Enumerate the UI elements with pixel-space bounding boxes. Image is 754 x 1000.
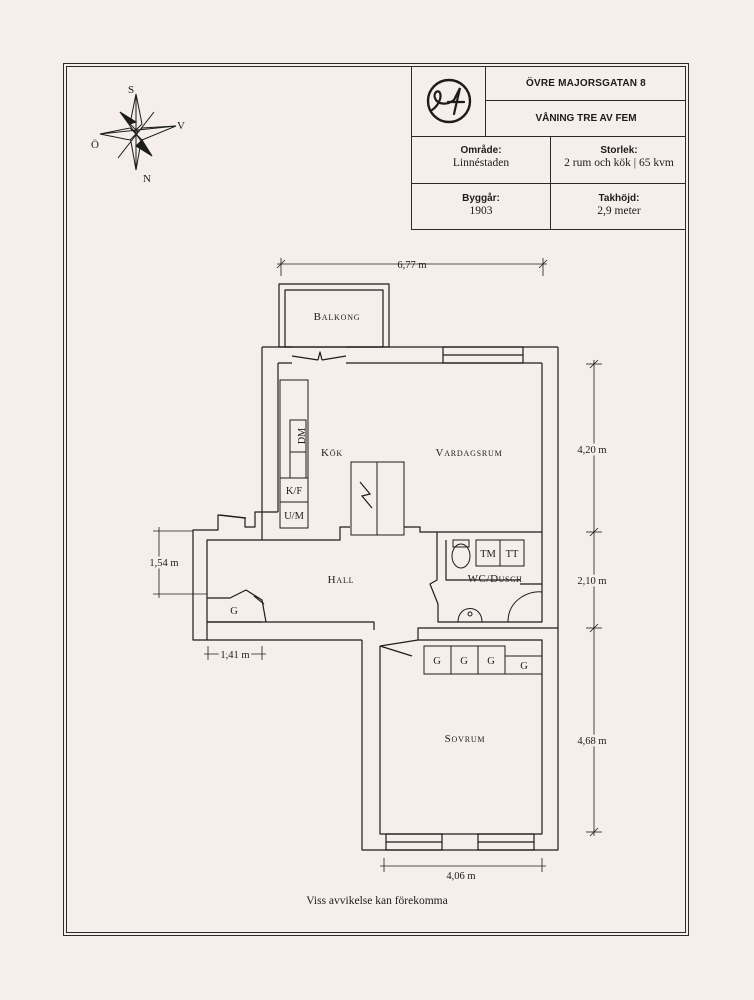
dimension-label-living: 4,20 m <box>577 445 606 456</box>
info-divider-vertical <box>550 136 551 229</box>
compass-rose-icon <box>99 93 177 171</box>
dimension-label-entrance-height: 1,54 m <box>149 558 178 569</box>
room-label-bath: WC/Dusch <box>468 573 523 585</box>
fixture-label-washer: TM <box>480 549 496 560</box>
fixture-label-wardrobe: G <box>460 656 468 667</box>
dimension-label-bath: 2,10 m <box>577 576 606 587</box>
compass-label-east: Ö <box>91 139 99 151</box>
fixture-label-wardrobe: G <box>520 661 528 672</box>
fixture-label-wardrobe: G <box>230 606 238 617</box>
room-label-living: Vardagsrum <box>435 447 502 459</box>
fact-label: Takhöjd: <box>598 193 640 204</box>
outer-frame <box>63 63 689 936</box>
floor-subtitle: VÅNING TRE AV FEM <box>535 113 637 124</box>
dimension-label-bedroom-width: 4,06 m <box>446 871 475 882</box>
info-divider-2 <box>412 183 686 184</box>
fact-label: Område: <box>460 145 502 156</box>
room-label-hall: Hall <box>328 574 355 586</box>
room-label-balcony: Balkong <box>314 311 361 323</box>
compass-label-north: N <box>143 173 151 185</box>
fixture-label-wardrobe: G <box>487 656 495 667</box>
fact-label: Byggår: <box>462 193 500 204</box>
compass-label-south: S <box>128 84 134 96</box>
fact-area: Område: Linnéstaden <box>412 145 550 169</box>
fixture-label-fridge: K/F <box>286 486 303 497</box>
fact-size: Storlek: 2 rum och kök | 65 kvm <box>550 145 688 169</box>
fact-value: 1903 <box>469 205 493 217</box>
info-box: ÖVRE MAJORSGATAN 8 VÅNING TRE AV FEM Omr… <box>411 66 686 230</box>
bathroom-fixtures <box>451 539 543 623</box>
fixture-label-dryer: TT <box>506 549 519 560</box>
fact-ceiling: Takhöjd: 2,9 meter <box>550 193 688 217</box>
fact-value: Linnéstaden <box>452 157 510 169</box>
fixture-label-dishwasher: DM <box>297 428 308 444</box>
fixture-label-wardrobe: G <box>433 656 441 667</box>
fact-value: 2,9 meter <box>597 205 641 217</box>
fact-value: 2 rum och kök | 65 kvm <box>564 157 674 169</box>
kitchen-island <box>350 461 405 536</box>
dimension-label-entrance-width: 1,41 m <box>220 650 249 661</box>
compass-label-west: V <box>177 120 185 132</box>
inner-frame <box>66 66 686 933</box>
dimension-lines <box>153 258 602 872</box>
kitchen-counter <box>279 379 309 529</box>
fact-label: Storlek: <box>600 145 638 156</box>
walls <box>192 283 559 851</box>
dimension-label-top: 6,77 m <box>397 260 426 271</box>
logo-icon <box>426 78 471 124</box>
room-label-bedroom: Sovrum <box>445 733 486 745</box>
address-title: ÖVRE MAJORSGATAN 8 <box>486 66 686 101</box>
room-label-kitchen: Kök <box>321 447 343 459</box>
wardrobes <box>423 645 543 675</box>
dimension-label-bedroom: 4,68 m <box>577 736 606 747</box>
disclaimer: Viss avvikelse kan förekomma <box>306 895 448 907</box>
info-divider-1 <box>412 136 686 137</box>
logo-cell <box>412 66 486 136</box>
fixture-label-oven: U/M <box>284 511 305 522</box>
fact-built: Byggår: 1903 <box>412 193 550 217</box>
